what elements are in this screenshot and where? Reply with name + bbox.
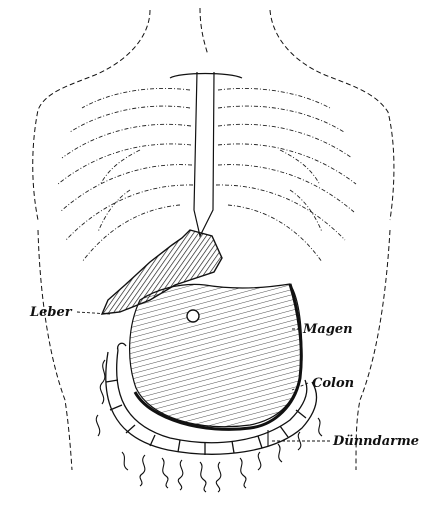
ribs-left bbox=[58, 88, 193, 262]
label-small-intestine: Dünndarme bbox=[332, 434, 419, 449]
sternum bbox=[170, 72, 242, 236]
navel-marker bbox=[187, 310, 199, 322]
label-colon: Colon bbox=[312, 376, 354, 391]
label-liver: Leber bbox=[29, 305, 73, 320]
label-stomach: Magen bbox=[302, 322, 353, 337]
ribs-right bbox=[216, 88, 356, 262]
stomach bbox=[130, 284, 302, 429]
